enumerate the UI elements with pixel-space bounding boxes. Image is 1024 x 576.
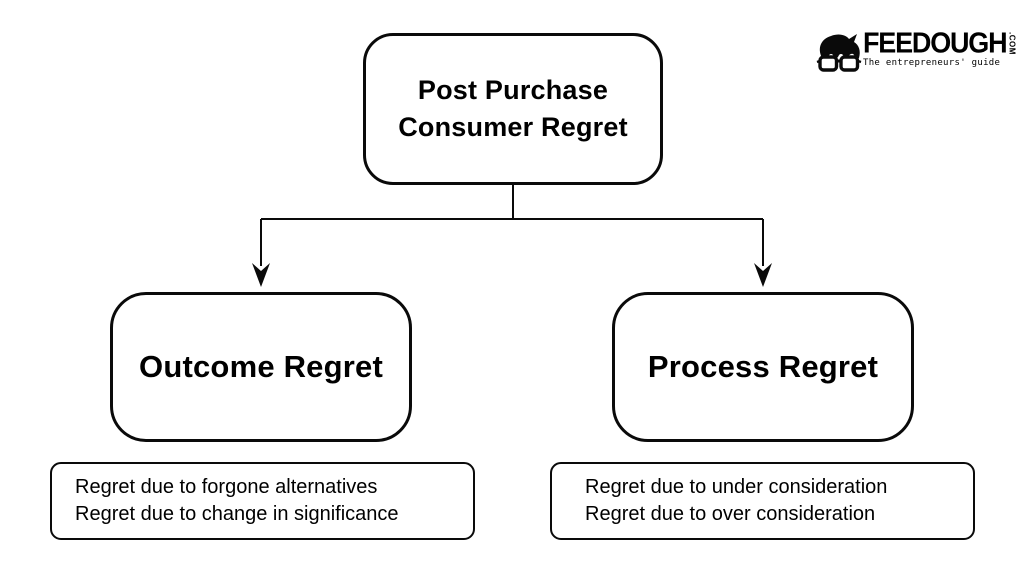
outcome-regret-label: Outcome Regret: [139, 349, 383, 384]
root-node-label-line2: Consumer Regret: [398, 112, 628, 142]
brand-tld: .COM: [1007, 32, 1017, 55]
brand-name: FEEDOUGH: [863, 27, 1008, 59]
logo-text-block: FEEDOUGH .COM The entrepreneurs' guide: [863, 27, 1017, 68]
arrowhead-right-icon: [754, 263, 772, 287]
process-regret-label: Process Regret: [647, 349, 879, 384]
node-outcome-regret: Outcome Regret: [110, 292, 412, 442]
arrowhead-left-icon: [252, 263, 270, 287]
process-detail-line2: Regret due to over consideration: [585, 503, 876, 525]
node-process-regret: Process Regret: [612, 292, 914, 442]
root-node-label-line1: Post Purchase: [417, 75, 609, 105]
process-detail-line1: Regret due to under consideration: [585, 476, 888, 498]
process-regret-details-box: Regret due to under consideration Regret…: [550, 462, 975, 540]
brand-row: FEEDOUGH .COM: [863, 27, 1017, 59]
outcome-detail-line2: Regret due to change in significance: [75, 503, 399, 525]
node-post-purchase-consumer-regret: Post Purchase Consumer Regret: [363, 33, 663, 185]
nerd-face-icon: [816, 34, 862, 72]
outcome-detail-line1: Regret due to forgone alternatives: [75, 476, 378, 498]
brand-tagline: The entrepreneurs' guide: [863, 58, 1001, 68]
connector-line: [260, 185, 764, 266]
outcome-regret-details-box: Regret due to forgone alternatives Regre…: [50, 462, 475, 540]
feedough-logo: FEEDOUGH .COM The entrepreneurs' guide: [816, 27, 1017, 78]
